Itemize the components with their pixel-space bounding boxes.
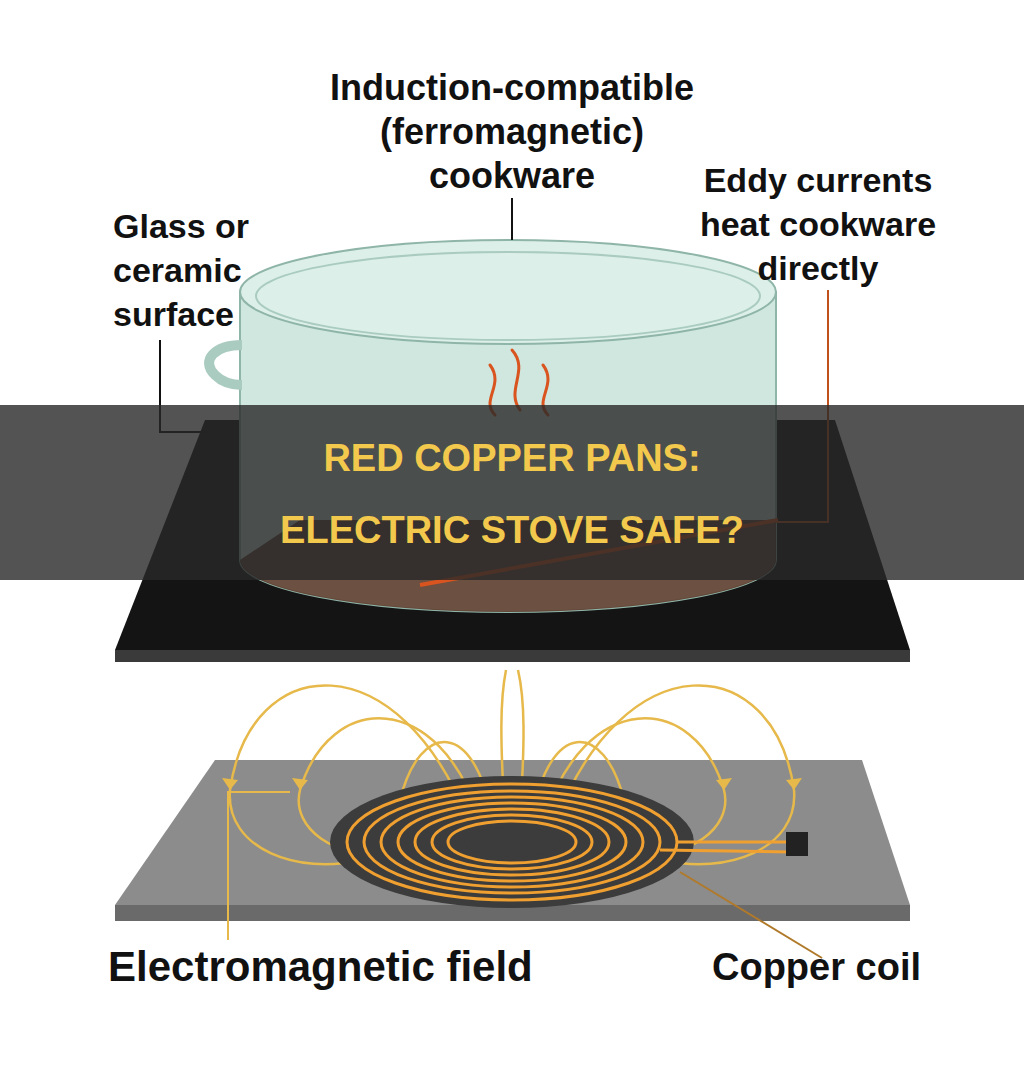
title: RED COPPER PANS: ELECTRIC STOVE SAFE? [252, 405, 772, 566]
callout-label: Induction-compatible (ferromagnetic) coo… [312, 66, 712, 198]
glass-surface-edge [115, 650, 910, 662]
coil-terminal [786, 832, 808, 856]
leader-line [680, 872, 822, 958]
callout-label: Electromagnetic field [108, 942, 608, 992]
pan-rim-inner [256, 252, 760, 340]
coil-center [464, 827, 560, 857]
leader-line [511, 198, 513, 240]
copper-coil [347, 784, 790, 900]
coil-base [330, 776, 694, 908]
callout-label: Copper coil [712, 944, 972, 990]
callout-label: Eddy currents heat cookware directly [678, 158, 958, 290]
callout-label: Glass or ceramic surface [113, 204, 283, 336]
pan-rim [240, 240, 776, 344]
leader-line [228, 792, 290, 940]
title-banner: RED COPPER PANS: ELECTRIC STOVE SAFE? [0, 405, 1024, 580]
pan-handle [209, 345, 242, 385]
